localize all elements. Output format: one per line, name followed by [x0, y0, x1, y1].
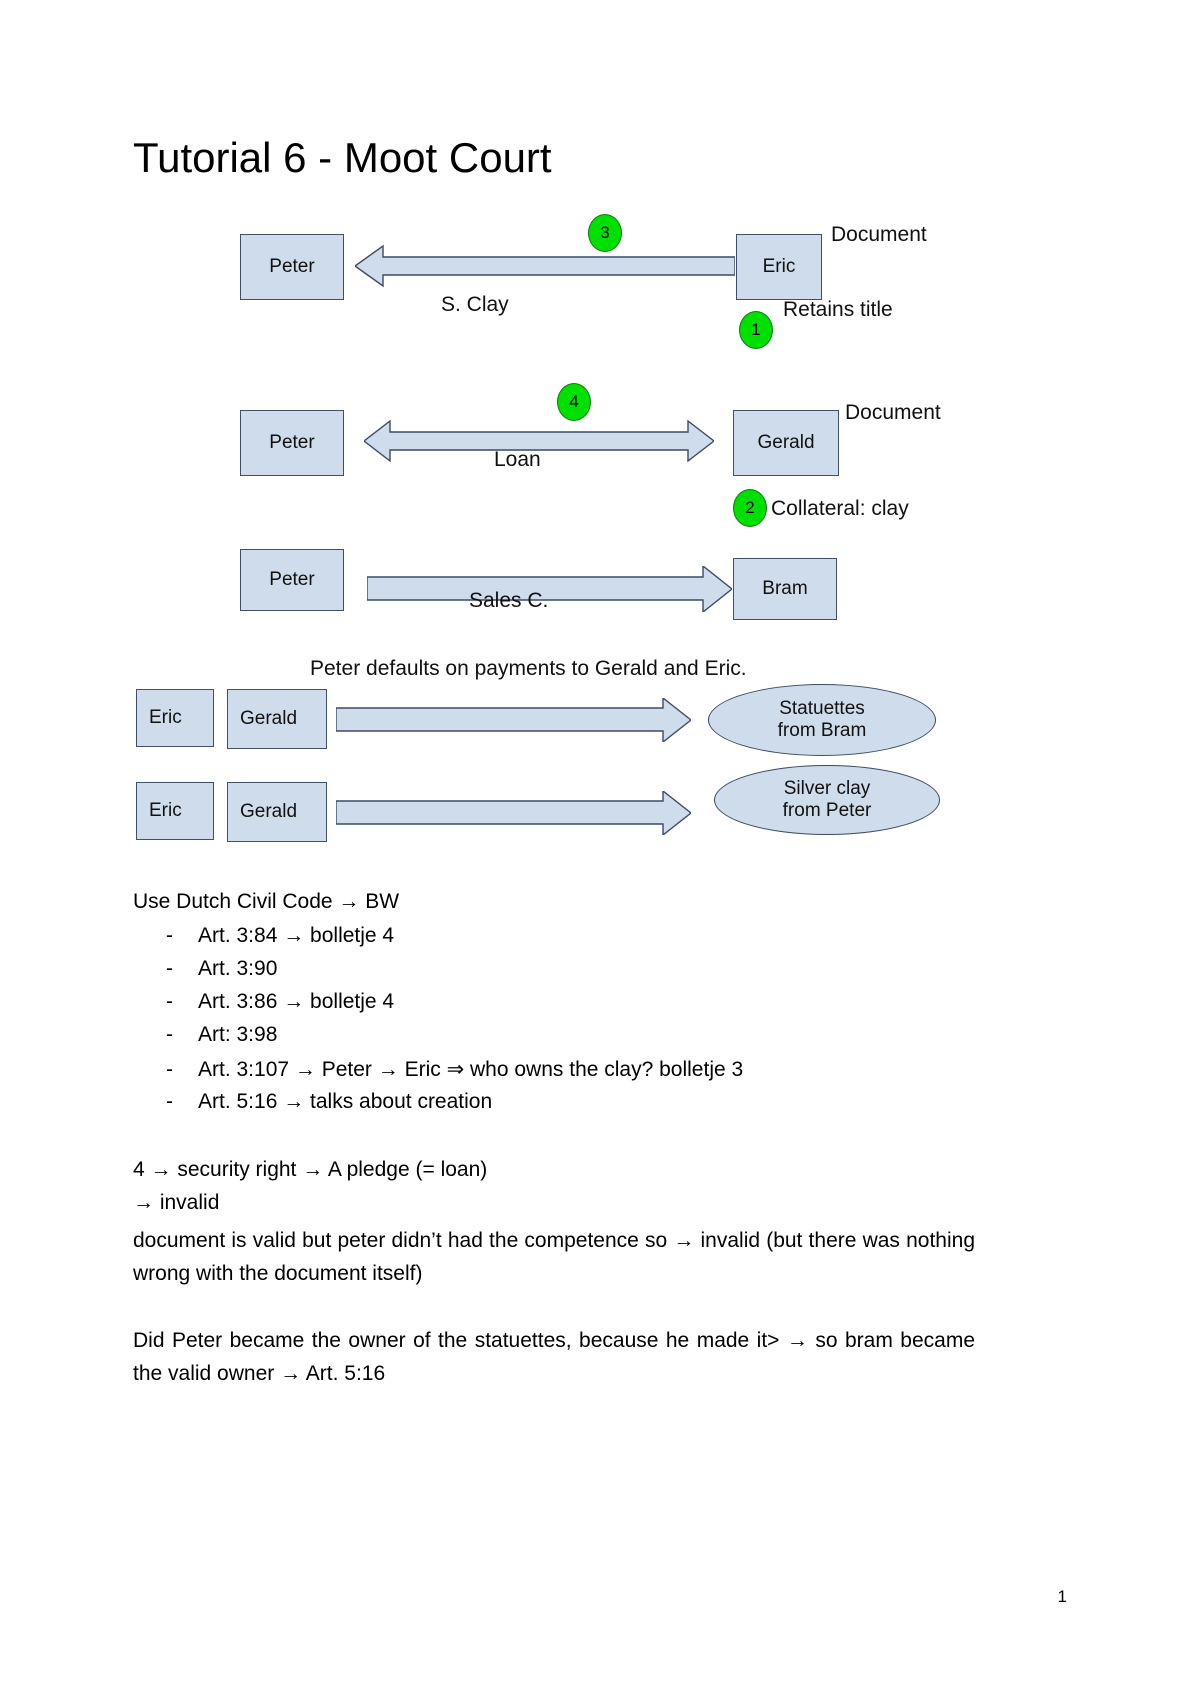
node-bram-row3: Bram — [733, 558, 837, 620]
article-text-4: Art. 3:107 → Peter → Eric ⇒ who owns the… — [198, 1058, 744, 1081]
claim1-box-gerald: Gerald — [227, 689, 327, 749]
target-silver-clay-from-peter: Silver clay from Peter — [714, 765, 940, 835]
marker-1: 1 — [739, 311, 773, 349]
article-item-0: - Art. 3:84 → bolletje 4 — [166, 924, 394, 948]
target-statuettes-line2: from Bram — [777, 720, 867, 741]
node-peter-row3: Peter — [240, 549, 344, 611]
page-number: 1 — [1057, 1587, 1067, 1606]
analysis-paragraph-3: Did Peter became the owner of the statue… — [133, 1329, 975, 1385]
arrow-double-loan — [364, 419, 714, 463]
arrow-label-sales-c: Sales C. — [469, 589, 549, 612]
claim1-box-eric: Eric — [136, 689, 214, 747]
note-document-row2: Document — [845, 401, 941, 424]
claim2-box-gerald: Gerald — [227, 782, 327, 842]
analysis-line-1: 4 → security right → A pledge (= loan) — [133, 1158, 488, 1181]
article-item-3: - Art: 3:98 — [166, 1023, 277, 1047]
note-retains-title: Retains title — [783, 298, 893, 321]
target-statuettes-from-bram: Statuettes from Bram — [708, 684, 936, 756]
bullet-marker-0: - — [166, 924, 173, 947]
target-silverclay-line2: from Peter — [782, 800, 872, 821]
article-text-0: Art. 3:84 → bolletje 4 — [198, 924, 395, 947]
page-title: Tutorial 6 - Moot Court — [133, 134, 552, 181]
article-text-2: Art. 3:86 → bolletje 4 — [198, 990, 395, 1013]
default-note: Peter defaults on payments to Gerald and… — [310, 657, 747, 680]
arrow-label-loan: Loan — [494, 448, 541, 471]
article-item-4: - Art. 3:107 → Peter → Eric ⇒ who owns th… — [166, 1057, 743, 1082]
article-item-2: - Art. 3:86 → bolletje 4 — [166, 990, 394, 1014]
bullet-marker-3: - — [166, 1023, 173, 1046]
node-peter-row2: Peter — [240, 410, 344, 476]
bullet-marker-2: - — [166, 990, 173, 1013]
note-document-row1: Document — [831, 223, 927, 246]
analysis-line-2: → invalid — [133, 1191, 220, 1214]
claim2-box-eric: Eric — [136, 782, 214, 840]
bullet-marker-1: - — [166, 957, 173, 980]
note-collateral-clay: Collateral: clay — [771, 497, 909, 520]
arrow-right-sales-c — [367, 566, 732, 612]
marker-2: 2 — [733, 489, 767, 527]
arrow-claim-silver-clay — [336, 791, 691, 835]
arrow-claim-statuettes — [336, 698, 691, 742]
article-text-3: Art: 3:98 — [198, 1023, 278, 1046]
target-silverclay-line1: Silver clay — [783, 777, 871, 799]
node-eric-row1: Eric — [736, 234, 822, 300]
bullet-marker-4: - — [166, 1058, 173, 1081]
code-heading: Use Dutch Civil Code → BW — [133, 890, 400, 913]
diagram-area: Peter 3 S. Clay Eric Document 1 Retains … — [136, 214, 941, 842]
article-item-1: - Art. 3:90 — [166, 957, 277, 981]
marker-4: 4 — [557, 383, 591, 421]
article-item-5: - Art. 5:16 → talks about creation — [166, 1090, 492, 1114]
analysis-paragraph-2: document is valid but peter didn’t had t… — [133, 1229, 975, 1285]
article-text-1: Art. 3:90 — [198, 957, 278, 980]
arrow-label-s-clay: S. Clay — [441, 293, 509, 316]
article-text-5: Art. 5:16 → talks about creation — [198, 1090, 493, 1113]
target-statuettes-line1: Statuettes — [779, 697, 865, 719]
node-gerald-row2: Gerald — [733, 410, 839, 476]
node-peter-row1: Peter — [240, 234, 344, 300]
marker-3: 3 — [588, 214, 622, 252]
bullet-marker-5: - — [166, 1090, 173, 1113]
arrow-left-s-clay — [355, 244, 735, 288]
